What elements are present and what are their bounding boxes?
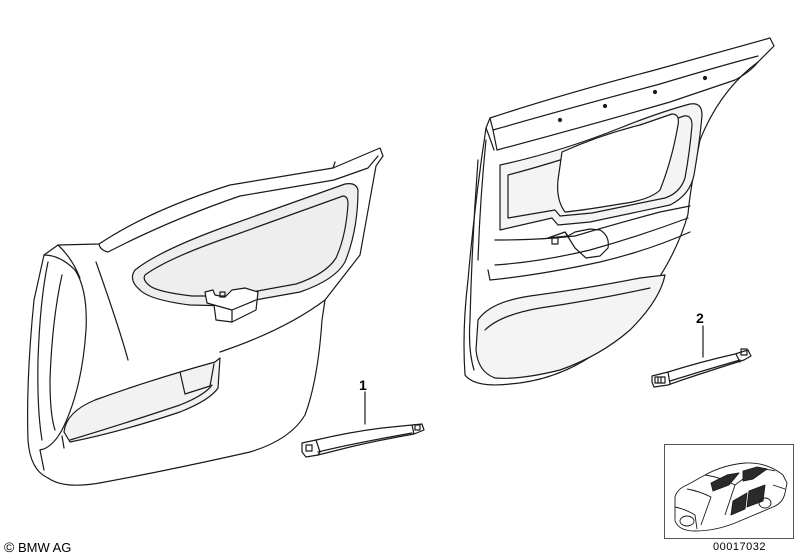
copyright-notice: © BMW AG bbox=[4, 539, 71, 555]
callout-item-1: 1 bbox=[359, 377, 367, 393]
rear-door-panel-icon bbox=[463, 37, 775, 386]
car-locator-thumbnail bbox=[664, 444, 794, 539]
car-locator-icon bbox=[674, 462, 788, 532]
copyright-symbol: © bbox=[4, 539, 15, 555]
callout-item-2: 2 bbox=[696, 310, 704, 326]
document-number: 00017032 bbox=[713, 541, 766, 553]
front-door-panel-icon bbox=[27, 147, 384, 486]
copyright-text: BMW AG bbox=[17, 540, 72, 555]
front-pull-handle-icon bbox=[301, 391, 425, 458]
rear-pull-handle-icon bbox=[651, 325, 752, 388]
